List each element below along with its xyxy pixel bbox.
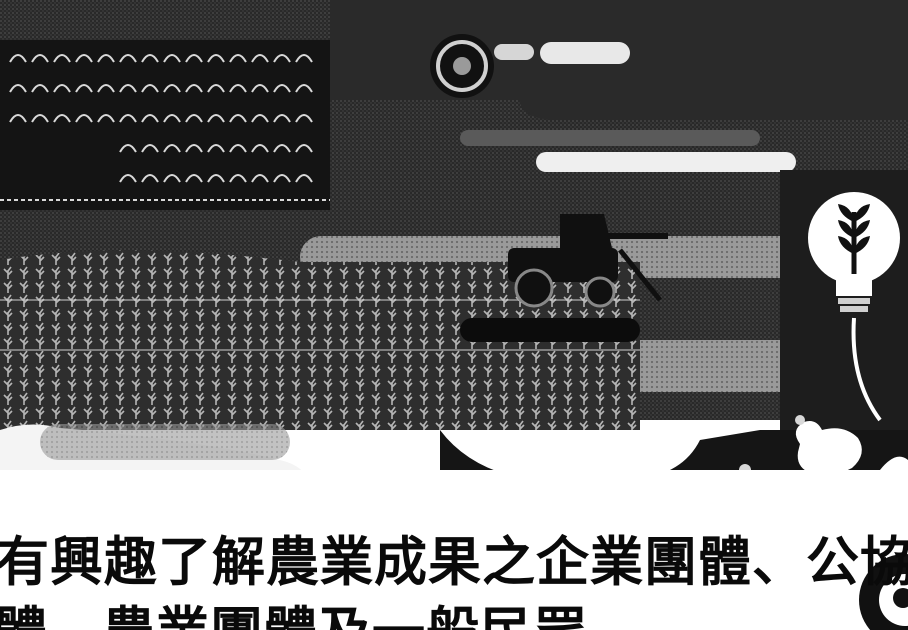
rice-paddy-icon (0, 40, 330, 210)
emblem-icon (859, 554, 908, 630)
tractor-icon (460, 214, 668, 342)
headline-line-1: 有興趣了解農業成果之企業團體、公協會、 (0, 532, 908, 593)
lightbulb-wheat-icon (808, 192, 900, 422)
headline-line-2: 體、農業團體及一般民眾 (0, 606, 588, 630)
machine-wheel-icon (430, 34, 534, 98)
